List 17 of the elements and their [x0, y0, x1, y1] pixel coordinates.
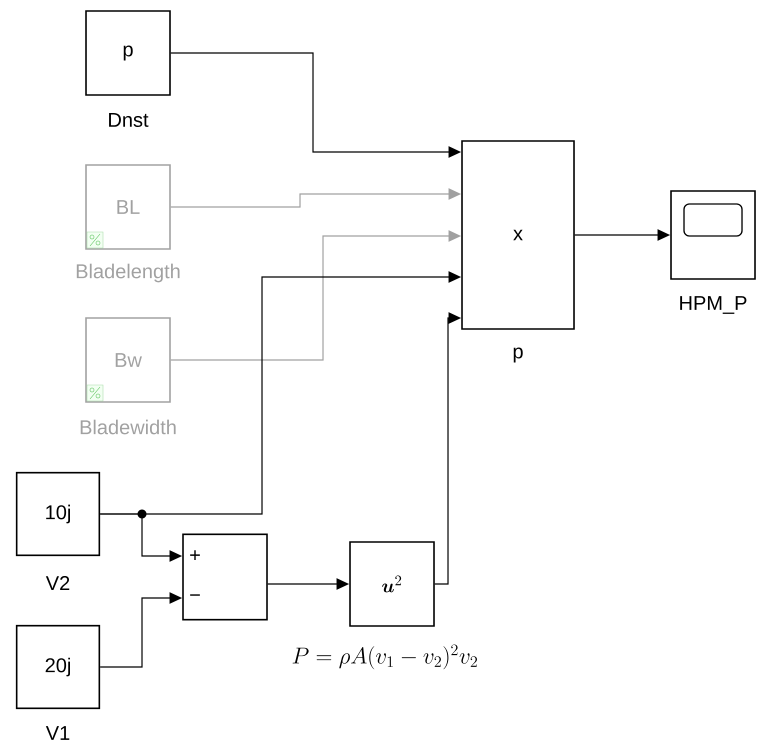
block: p: [85, 10, 171, 96]
block: BL: [85, 164, 171, 250]
block-label: Dnst: [109, 113, 148, 127]
product-block: x: [461, 140, 575, 330]
block: 20j: [16, 624, 100, 710]
block-label: V2: [46, 576, 70, 590]
block-label: Bladelength: [76, 264, 180, 282]
formula: $P = \rho A(v_1 - v_2)^2 v_2$: [292, 644, 477, 670]
block-label: Bladewidth: [80, 420, 176, 434]
block: Bw: [85, 317, 171, 403]
scope-block: [670, 190, 756, 280]
block-label: HPM_P: [680, 296, 746, 314]
sum-block: + −: [182, 534, 268, 620]
square-block: $\boldsymbol{u}^2$: [349, 541, 435, 627]
block-label: p: [514, 348, 523, 362]
block: 10j: [16, 472, 100, 556]
block-label: V1: [46, 726, 70, 740]
